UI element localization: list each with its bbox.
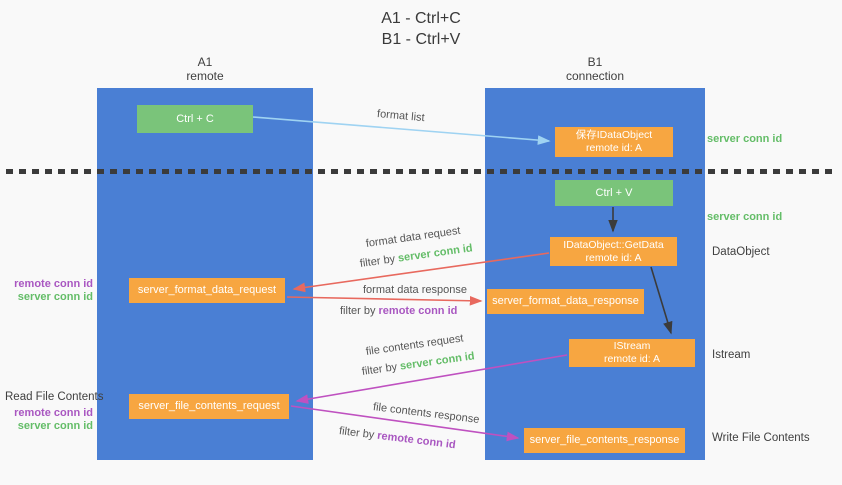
- node-ctrl-v: Ctrl + V: [555, 180, 673, 206]
- arrow-format-list: [252, 116, 551, 145]
- node-getdata-line1: IDataObject::GetData: [563, 238, 664, 251]
- column-a1-name: A1: [197, 55, 213, 69]
- node-format-response-label: server_format_data_response: [492, 295, 639, 307]
- arrow-format-data-request: [292, 252, 550, 293]
- filter-key-remote-conn-id: remote conn id: [378, 305, 458, 317]
- node-idataobject-getdata: IDataObject::GetData remote id: A: [550, 237, 677, 266]
- label-read-file-contents: Read File Contents: [5, 391, 104, 403]
- label-filter-format-response: filter by remote conn id: [340, 305, 457, 318]
- node-file-response-label: server_file_contents_response: [529, 434, 680, 446]
- arrow-format-data-response: [286, 295, 483, 306]
- node-save-idataobject: 保存IDataObject remote id: A: [555, 127, 673, 157]
- node-format-request-label: server_format_data_request: [137, 284, 277, 296]
- column-a1-subtitle: remote: [186, 69, 224, 83]
- node-server-file-contents-response: server_file_contents_response: [524, 428, 685, 453]
- label-format-remote-conn-id: remote conn id: [14, 278, 93, 290]
- node-getdata-line2: remote id: A: [585, 251, 642, 264]
- label-istream: Istream: [712, 349, 751, 361]
- diagram-title: A1 - Ctrl+C B1 - Ctrl+V: [0, 8, 842, 50]
- filter-prefix: filter by: [340, 305, 379, 317]
- node-file-request-label: server_file_contents_request: [138, 400, 280, 412]
- node-save-idataobject-line2: remote id: A: [585, 142, 643, 154]
- title-line-1: A1 - Ctrl+C: [381, 10, 461, 27]
- label-dataobject: DataObject: [712, 246, 770, 258]
- label-group-format-request-ids: remote conn id server conn id: [8, 278, 93, 304]
- phase-divider-dotted-line: [6, 169, 836, 174]
- column-header-a1: A1 remote: [97, 55, 313, 83]
- node-server-file-contents-request: server_file_contents_request: [129, 394, 289, 419]
- node-istream-line2: remote id: A: [603, 353, 661, 365]
- title-line-2: B1 - Ctrl+V: [381, 31, 461, 48]
- node-ctrl-c: Ctrl + C: [137, 105, 253, 133]
- column-b1-subtitle: connection: [565, 69, 625, 83]
- label-format-server-conn-id: server conn id: [17, 291, 93, 303]
- arrow-file-contents-request: [295, 354, 568, 404]
- label-write-file-contents: Write File Contents: [712, 432, 810, 444]
- label-group-file-request-ids: remote conn id server conn id: [8, 407, 93, 433]
- node-ctrl-c-label: Ctrl + C: [176, 112, 214, 125]
- arrow-getdata-to-istream: [650, 266, 673, 335]
- label-format-data-response: format data response: [363, 284, 467, 296]
- column-header-b1: B1 connection: [485, 55, 705, 83]
- node-istream: IStream remote id: A: [569, 339, 695, 367]
- column-b1-name: B1: [587, 55, 603, 69]
- label-server-conn-id-top: server conn id: [707, 133, 783, 145]
- node-ctrl-v-label: Ctrl + V: [595, 186, 633, 199]
- label-file-remote-conn-id: remote conn id: [14, 407, 93, 419]
- arrow-file-contents-response: [290, 405, 520, 442]
- node-server-format-data-response: server_format_data_response: [487, 289, 644, 314]
- node-istream-line1: IStream: [613, 340, 651, 352]
- label-server-conn-id-mid: server conn id: [707, 211, 783, 223]
- label-file-server-conn-id: server conn id: [17, 420, 93, 432]
- node-save-idataobject-line1: 保存IDataObject: [575, 129, 653, 141]
- node-server-format-data-request: server_format_data_request: [129, 278, 285, 303]
